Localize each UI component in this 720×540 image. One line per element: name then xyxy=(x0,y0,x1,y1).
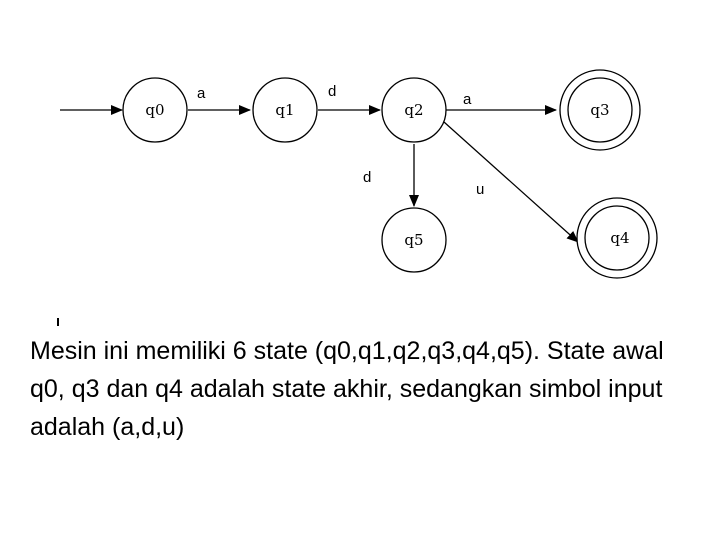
state-label-q3: q3 xyxy=(590,101,609,119)
edge-label-q0-q1: a xyxy=(197,85,206,102)
edge-q2-q4 xyxy=(443,121,579,243)
state-q1: q1 xyxy=(252,77,318,143)
state-label-q4: q4 xyxy=(610,229,629,247)
caption: Mesin ini memiliki 6 state (q0,q1,q2,q3,… xyxy=(30,332,690,446)
edge-label-q1-q2: d xyxy=(328,83,336,100)
state-q0: q0 xyxy=(122,77,188,143)
edge-label-q2-q3: a xyxy=(463,91,472,108)
state-label-q0: q0 xyxy=(145,101,164,119)
state-label-q5: q5 xyxy=(404,231,423,249)
edge-label-q2-q5: d xyxy=(363,169,371,186)
bullet-mark xyxy=(57,318,59,326)
state-label-q2: q2 xyxy=(404,101,423,119)
state-label-q1: q1 xyxy=(275,101,294,119)
state-q5: q5 xyxy=(381,207,447,273)
caption-text: Mesin ini memiliki 6 state (q0,q1,q2,q3,… xyxy=(30,337,664,441)
edge-label-q2-q4: u xyxy=(476,181,484,198)
state-q2: q2 xyxy=(381,77,447,143)
state-q3: q3 xyxy=(559,69,641,151)
automaton-diagram: a d a d u q0 q1 q2 q3 q4 q5 xyxy=(60,69,658,279)
state-q4: q4 xyxy=(576,197,658,279)
